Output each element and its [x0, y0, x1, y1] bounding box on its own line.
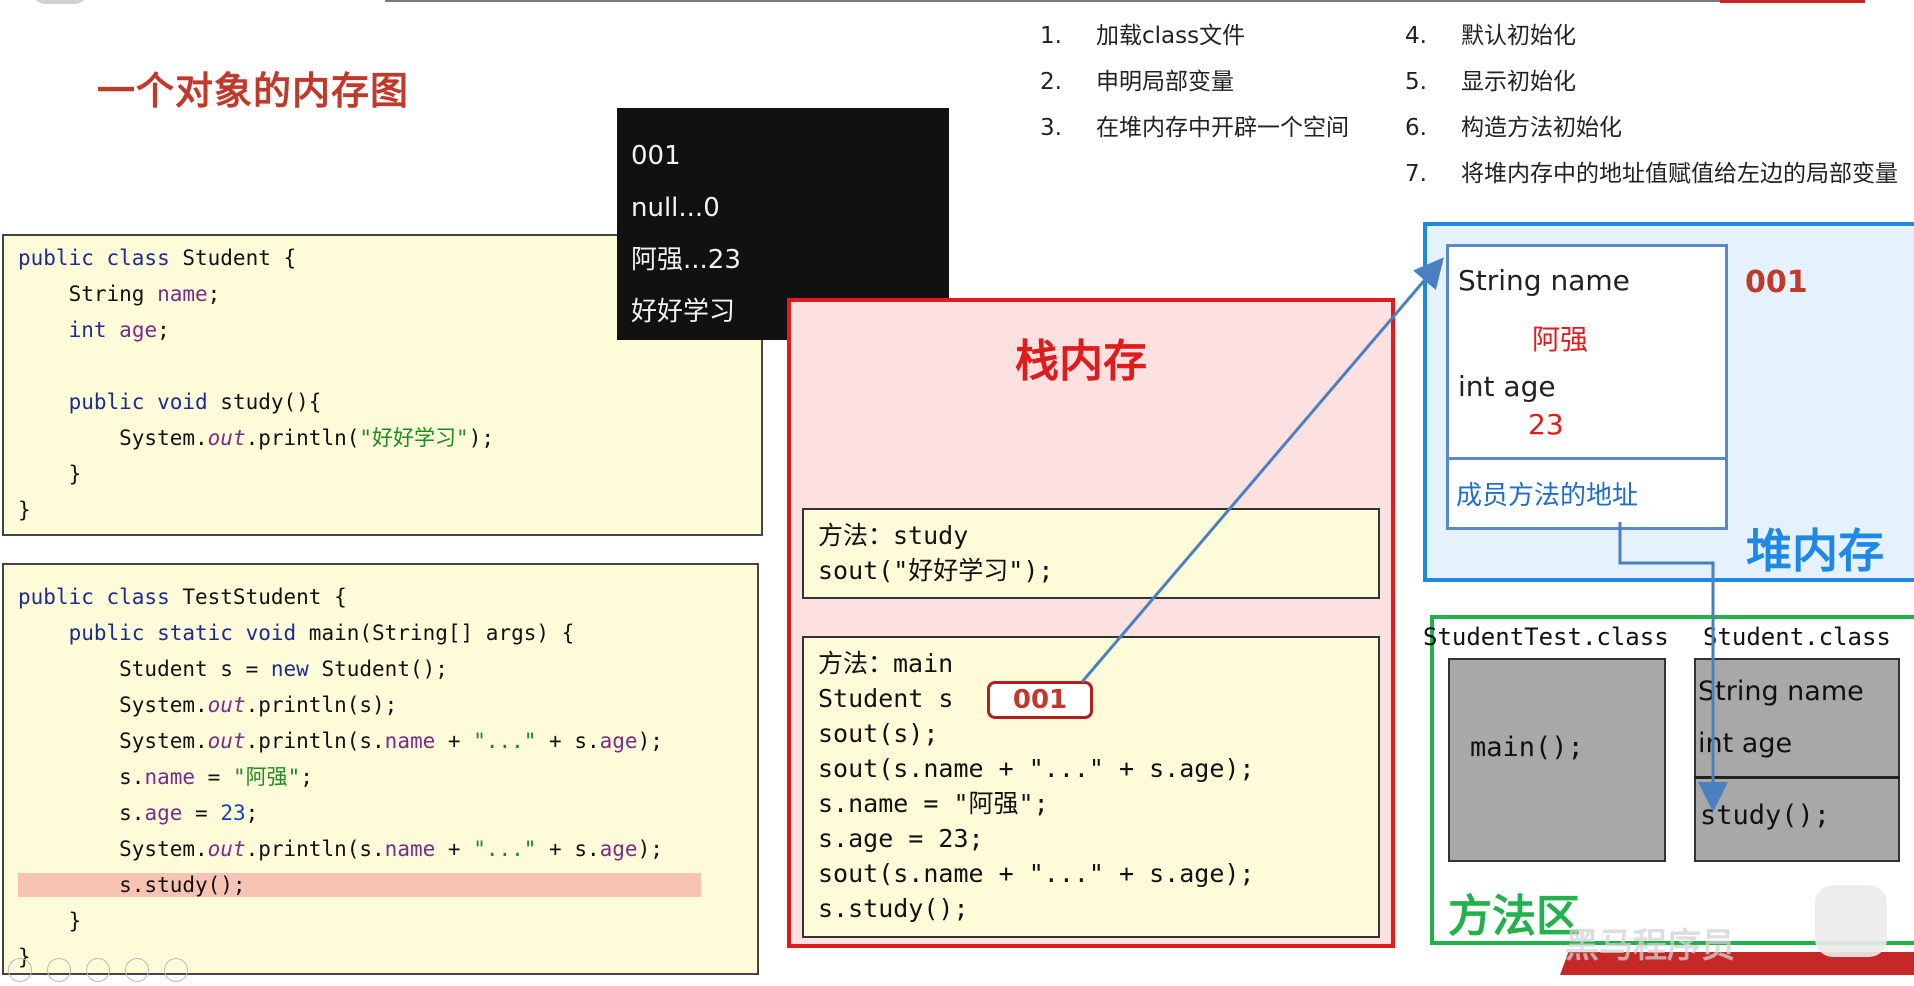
main-frame-line: sout(s);	[818, 719, 939, 748]
studenttest-class-box	[1448, 658, 1666, 862]
console-line: 好好学习	[631, 297, 736, 327]
tv-logo-icon	[1815, 885, 1887, 957]
heap-field-name-value: 阿强	[1532, 323, 1589, 356]
stack-memory-title: 栈内存	[1015, 336, 1147, 387]
heap-address: 001	[1745, 265, 1808, 300]
study-frame-header: 方法：study	[818, 521, 969, 550]
heap-to-method-arrow	[1618, 522, 1728, 812]
student-class-box	[1694, 658, 1900, 862]
slide-nav-controls	[8, 958, 198, 986]
student-class-field-name: String name	[1698, 676, 1864, 707]
student-class-label: Student.class	[1703, 623, 1891, 651]
console-line: null...0	[631, 193, 720, 223]
main-frame-header: 方法：main	[818, 649, 954, 678]
current-line-highlight: s.study();	[18, 873, 701, 897]
main-frame-line: s.study();	[818, 894, 969, 923]
step-1: 1.加载class文件	[1040, 23, 1246, 49]
study-stack-frame: 方法：study sout("好好学习");	[802, 508, 1380, 599]
main-frame-line: sout(s.name + "..." + s.age);	[818, 859, 1255, 888]
console-line: 001	[631, 141, 681, 171]
slide-title: 一个对象的内存图	[97, 69, 410, 113]
heap-field-name-label: String name	[1458, 264, 1630, 297]
nav-menu-icon[interactable]	[86, 958, 111, 982]
nav-prev-icon[interactable]	[8, 958, 32, 982]
method-area-title: 方法区	[1448, 891, 1580, 942]
nav-next-icon[interactable]	[47, 958, 72, 982]
student-class-divider	[1694, 776, 1900, 779]
top-divider-line	[385, 0, 1865, 2]
top-accent-bar	[1720, 0, 1865, 3]
stack-to-heap-arrow	[1080, 257, 1444, 683]
step-6: 6.构造方法初始化	[1405, 115, 1622, 141]
heap-object-box	[1446, 244, 1728, 530]
console-output: 001 null...0 阿强...23 好好学习	[617, 108, 949, 340]
nav-pen-icon[interactable]	[125, 958, 150, 982]
studenttest-main-method: main();	[1470, 732, 1584, 763]
study-frame-line: sout("好好学习");	[818, 556, 1054, 585]
heap-method-address: 成员方法的地址	[1456, 481, 1639, 511]
step-4: 4.默认初始化	[1405, 23, 1576, 49]
studenttest-class-label: StudentTest.class	[1423, 623, 1669, 651]
corner-decoration	[30, 0, 90, 4]
step-5: 5.显示初始化	[1405, 69, 1576, 95]
main-frame-var-label: Student s	[818, 684, 954, 713]
step-3: 3.在堆内存中开辟一个空间	[1040, 115, 1349, 141]
heap-memory-title: 堆内存	[1746, 524, 1884, 578]
step-7: 7.将堆内存中的地址值赋值给左边的局部变量	[1405, 161, 1898, 187]
teststudent-class-code: public class TestStudent { public static…	[2, 563, 759, 975]
watermark: 黑马程序员	[1565, 926, 1735, 966]
stack-address-pill: 001	[987, 681, 1093, 719]
nav-zoom-icon[interactable]	[164, 958, 189, 982]
main-frame-line: s.age = 23;	[818, 824, 984, 853]
console-line: 阿强...23	[631, 245, 741, 275]
main-frame-line: sout(s.name + "..." + s.age);	[818, 754, 1255, 783]
heap-field-age-value: 23	[1528, 408, 1564, 441]
heap-field-age-label: int age	[1458, 370, 1556, 403]
step-2: 2.申明局部变量	[1040, 69, 1234, 95]
heap-object-divider	[1446, 457, 1728, 460]
main-frame-line: s.name = "阿强";	[818, 789, 1049, 818]
